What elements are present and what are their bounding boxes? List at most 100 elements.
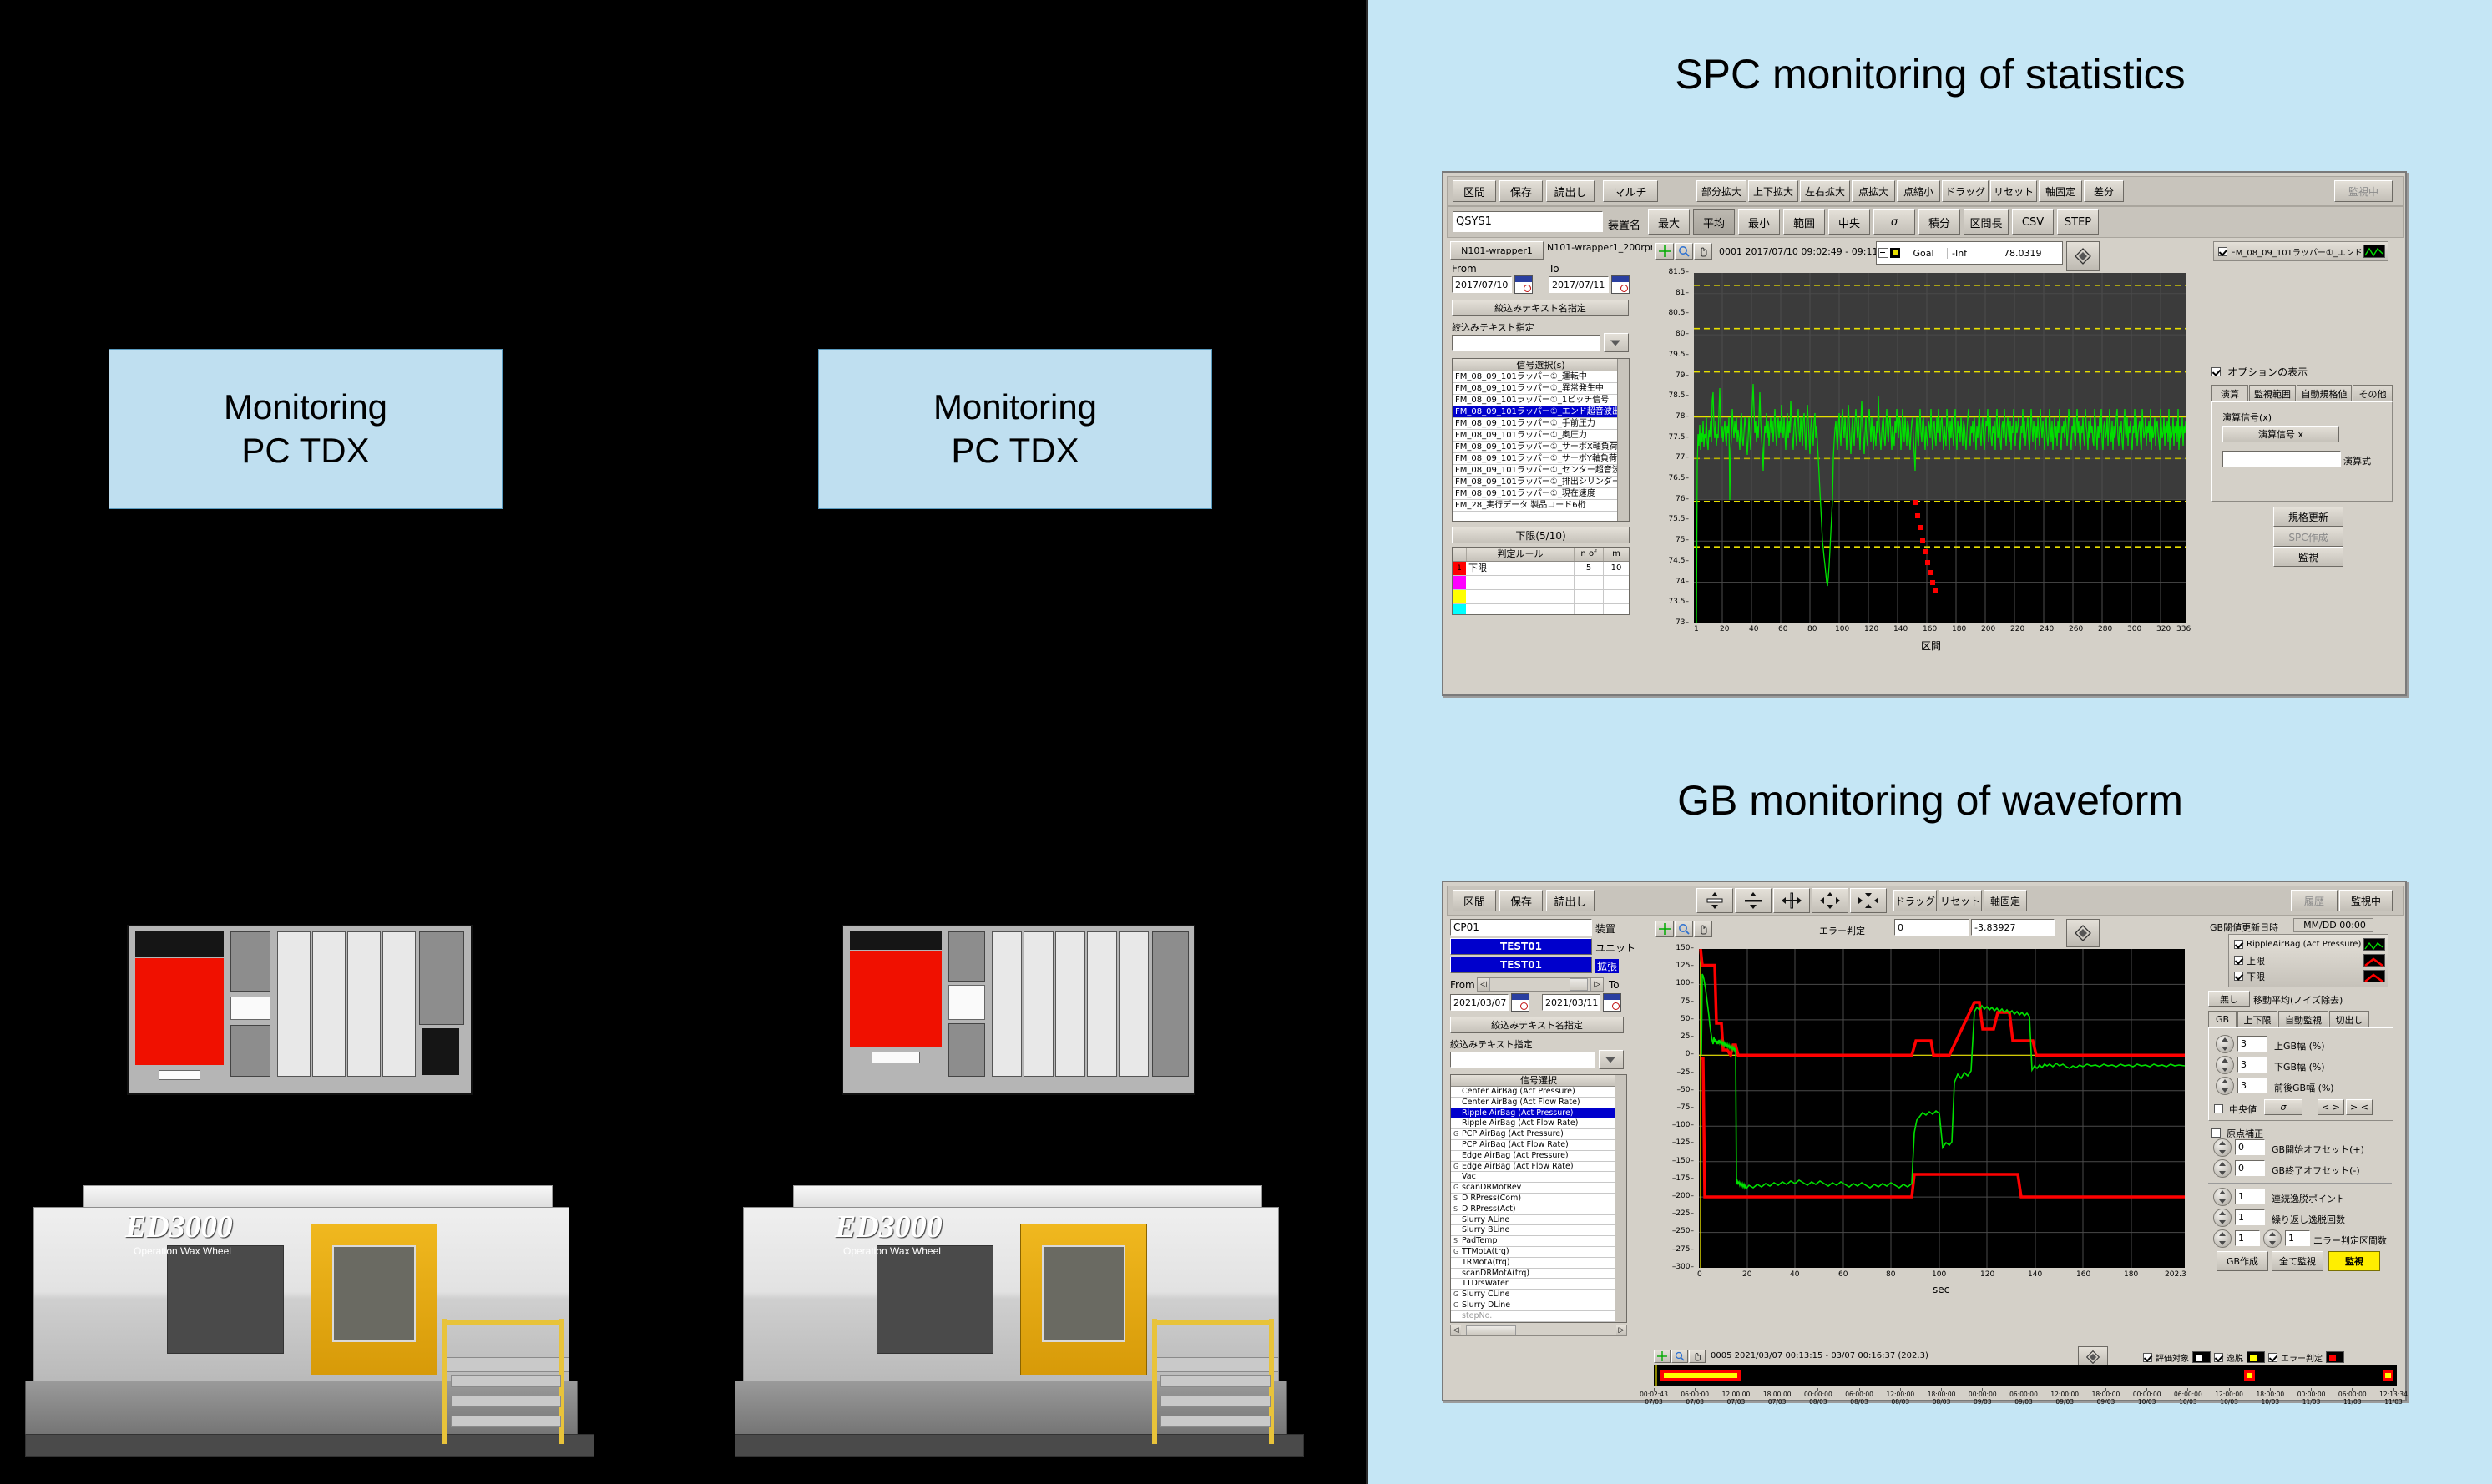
gb-upper-gb-width-input[interactable]: 3 xyxy=(2237,1036,2267,1052)
gb-legend-checkbox-signal[interactable] xyxy=(2234,939,2243,949)
gb-spinner-continuous-dev[interactable] xyxy=(2213,1188,2232,1206)
spc-btn-multi[interactable]: マルチ xyxy=(1603,180,1658,202)
gb-pan-tool-icon[interactable] xyxy=(1694,921,1712,937)
gb-prepost-gb-width-input[interactable]: 3 xyxy=(2237,1078,2267,1093)
spc-plot-canvas[interactable] xyxy=(1694,273,2186,623)
gb-device-input[interactable]: CP01 xyxy=(1450,919,1592,936)
gb-legend-style-signal[interactable] xyxy=(2363,937,2385,951)
gb-end-offset-input[interactable]: 0 xyxy=(2235,1160,2265,1176)
spc-rule-combo[interactable]: 下限(5/10) xyxy=(1452,527,1630,543)
gb-from-calendar-icon[interactable] xyxy=(1511,993,1529,1012)
gb-timeline-canvas[interactable] xyxy=(1654,1365,2397,1386)
gb-filter-dropdown-button[interactable] xyxy=(1599,1050,1624,1069)
list-item[interactable]: PCP AirBag (Act Flow Rate) xyxy=(1451,1140,1626,1151)
spc-zoom-tool-icon[interactable] xyxy=(1675,243,1693,260)
gb-timeline-palette-button[interactable] xyxy=(2078,1346,2108,1368)
gb-legend-row[interactable]: 下限 xyxy=(2229,968,2388,984)
gb-timeline-zoom-icon[interactable] xyxy=(1671,1350,1688,1363)
gb-spinner-upper-width[interactable] xyxy=(2216,1035,2234,1053)
gb-error-left-value[interactable]: 0 xyxy=(1894,919,1969,936)
gb-error-section-input-2[interactable]: 1 xyxy=(2285,1230,2310,1246)
gb-spinner-prepost-width[interactable] xyxy=(2216,1077,2234,1095)
zoom-vertical-icon[interactable] xyxy=(1696,888,1733,913)
gb-tab-extract[interactable]: 切出し xyxy=(2329,1011,2369,1027)
spc-tab-auto-spec[interactable]: 自動規格値 xyxy=(2297,385,2352,401)
gb-tab-gb[interactable]: GB xyxy=(2208,1011,2237,1027)
gb-timeline-cursor-icon[interactable] xyxy=(1654,1350,1671,1363)
spc-btn-update-spec[interactable]: 規格更新 xyxy=(2273,507,2343,527)
list-item[interactable]: FM_08_09_101ラッパー①_手前圧力 xyxy=(1453,418,1629,430)
gb-to-date-input[interactable]: 2021/03/11 xyxy=(1542,994,1600,1011)
gb-extension-combo[interactable]: TEST01 xyxy=(1450,957,1592,973)
gb-origin-correction-checkbox[interactable] xyxy=(2211,1128,2221,1138)
gb-btn-save[interactable]: 保存 xyxy=(1499,890,1543,911)
gb-spinner-repeat-dev[interactable] xyxy=(2213,1209,2232,1227)
list-item[interactable]: scanDRMotA(trq) xyxy=(1451,1269,1626,1280)
list-item[interactable]: Center AirBag (Act Flow Rate) xyxy=(1451,1098,1626,1108)
spc-stat-sigma[interactable]: σ xyxy=(1873,209,1915,235)
spc-signal-listbox[interactable]: 信号選択(s) FM_08_09_101ラッパー①_運転中 FM_08_09_1… xyxy=(1452,358,1630,522)
spc-btn-monitor[interactable]: 監視 xyxy=(2273,547,2343,567)
gb-btn-load[interactable]: 読出し xyxy=(1546,890,1595,911)
gb-legend-style-lower[interactable] xyxy=(2363,970,2385,983)
spc-tab-calc[interactable]: 演算 xyxy=(2211,385,2248,401)
spc-stat-step[interactable]: STEP xyxy=(2057,209,2099,235)
list-item[interactable]: FM_08_09_101ラッパー①_サーボX軸負荷率 xyxy=(1453,442,1629,453)
list-item[interactable]: Edge AirBag (Act Pressure) xyxy=(1451,1151,1626,1162)
spc-to-calendar-icon[interactable] xyxy=(1611,275,1630,294)
gb-legend-style-upper[interactable] xyxy=(2363,954,2385,967)
spc-stat-range[interactable]: 範囲 xyxy=(1783,209,1825,235)
gb-cursor-tool-icon[interactable] xyxy=(1655,921,1674,937)
gb-continuous-dev-input[interactable]: 1 xyxy=(2235,1189,2265,1204)
spc-show-options-checkbox-row[interactable]: オプションの表示 xyxy=(2211,363,2308,379)
spc-to-date-input[interactable]: 2017/07/11 xyxy=(1549,276,1609,293)
gb-check-evaluation-target[interactable] xyxy=(2143,1352,2152,1362)
spc-btn-partial-zoom[interactable]: 部分拡大 xyxy=(1696,180,1746,202)
gb-contract-button[interactable]: > < xyxy=(2346,1099,2373,1115)
gb-btn-reset[interactable]: リセット xyxy=(1939,890,1982,911)
gb-to-calendar-icon[interactable] xyxy=(1603,993,1621,1012)
zoom-out-icon[interactable] xyxy=(1850,888,1887,913)
gb-spinner-error-section-1[interactable] xyxy=(2213,1229,2232,1248)
spc-signal-list-scrollbar[interactable] xyxy=(1617,359,1629,521)
list-item[interactable]: FM_08_09_101ラッパー①_1ピッチ信号 xyxy=(1453,395,1629,406)
spc-legend-checkbox[interactable] xyxy=(2218,246,2227,256)
spc-btn-point-zoom-in[interactable]: 点拡大 xyxy=(1852,180,1895,202)
gb-error-right-value[interactable]: -3.83927 xyxy=(1971,919,2055,936)
list-item[interactable]: FM_08_09_101ラッパー①_運転中 xyxy=(1453,371,1629,383)
list-item[interactable]: FM_28_実行データ 製品コード6桁 xyxy=(1453,500,1629,512)
gb-spinner-end-offset[interactable] xyxy=(2213,1159,2232,1178)
spc-stat-csv[interactable]: CSV xyxy=(2012,209,2054,235)
spc-rule-table[interactable]: 判定ルール n of m 1 下限 5 10 xyxy=(1452,547,1630,615)
zoom-width-icon[interactable] xyxy=(1773,888,1810,913)
spc-from-calendar-icon[interactable] xyxy=(1514,275,1533,294)
zoom-horizontal-icon[interactable] xyxy=(1735,888,1772,913)
gb-plot-canvas[interactable] xyxy=(1699,949,2185,1268)
list-item[interactable]: TRMotA(trq) xyxy=(1451,1258,1626,1269)
spc-stat-max[interactable]: 最大 xyxy=(1648,209,1690,235)
gb-from-date-input[interactable]: 2021/03/07 xyxy=(1450,994,1509,1011)
gb-signal-listbox[interactable]: 信号選択 Center AirBag (Act Pressure)Center … xyxy=(1450,1074,1627,1323)
list-item[interactable]: FM_08_09_101ラッパー①_現在速度 xyxy=(1453,488,1629,500)
spc-calc-signal-combo[interactable]: 演算信号 x xyxy=(2222,426,2339,442)
spc-btn-zoom-horizontal[interactable]: 左右拡大 xyxy=(1800,180,1850,202)
spc-pan-tool-icon[interactable] xyxy=(1694,243,1712,260)
gb-spinner-lower-width[interactable] xyxy=(2216,1056,2234,1074)
gb-check-deviation[interactable] xyxy=(2214,1352,2223,1362)
gb-unit-combo[interactable]: TEST01 xyxy=(1450,938,1592,955)
spc-tab-range[interactable]: 監視範囲 xyxy=(2249,385,2296,401)
table-row[interactable] xyxy=(1453,576,1629,590)
list-item[interactable]: FM_08_09_101ラッパー①_センター超音波出力 xyxy=(1453,465,1629,477)
gb-graph-palette-button[interactable] xyxy=(2066,919,2100,947)
spc-from-date-input[interactable]: 2017/07/10 xyxy=(1452,276,1512,293)
spc-calc-expression-input[interactable] xyxy=(2222,451,2341,467)
gb-tab-auto-monitor[interactable]: 自動監視 xyxy=(2278,1011,2328,1027)
gb-legend-checkbox-lower[interactable] xyxy=(2234,972,2243,981)
